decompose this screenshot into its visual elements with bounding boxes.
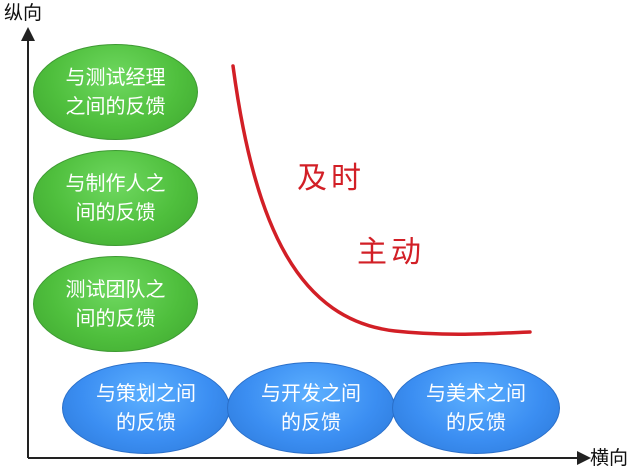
vertical-item-line2: 间的反馈 — [75, 200, 156, 224]
trend-curve — [231, 64, 532, 336]
horizontal-item-line1: 与开发之间 — [261, 381, 361, 405]
curve-label-proactive: 主动 — [357, 235, 425, 270]
vertical-item-line1: 与测试经理 — [65, 65, 166, 89]
horizontal-item-art: 与美术之间 的反馈 — [392, 362, 560, 454]
horizontal-item-line2: 的反馈 — [446, 410, 506, 434]
vertical-item-line2: 间的反馈 — [75, 306, 156, 330]
vertical-item-line1: 与制作人之 — [65, 171, 166, 195]
vertical-item-line1: 测试团队之 — [65, 277, 166, 301]
vertical-item-test-team: 测试团队之 间的反馈 — [33, 256, 198, 352]
vertical-item-producer: 与制作人之 间的反馈 — [33, 150, 198, 246]
y-axis-label: 纵向 — [4, 2, 43, 24]
horizontal-item-line2: 的反馈 — [281, 410, 341, 434]
horizontal-item-planning: 与策划之间 的反馈 — [62, 362, 230, 454]
horizontal-item-line2: 的反馈 — [116, 410, 176, 434]
x-axis-label: 横向 — [590, 447, 629, 469]
horizontal-item-line1: 与美术之间 — [426, 381, 526, 405]
horizontal-item-development: 与开发之间 的反馈 — [227, 362, 395, 454]
vertical-item-test-manager: 与测试经理 之间的反馈 — [33, 44, 198, 140]
horizontal-item-line1: 与策划之间 — [96, 381, 196, 405]
curve-label-timely: 及时 — [297, 161, 365, 196]
vertical-item-line2: 之间的反馈 — [65, 94, 166, 118]
